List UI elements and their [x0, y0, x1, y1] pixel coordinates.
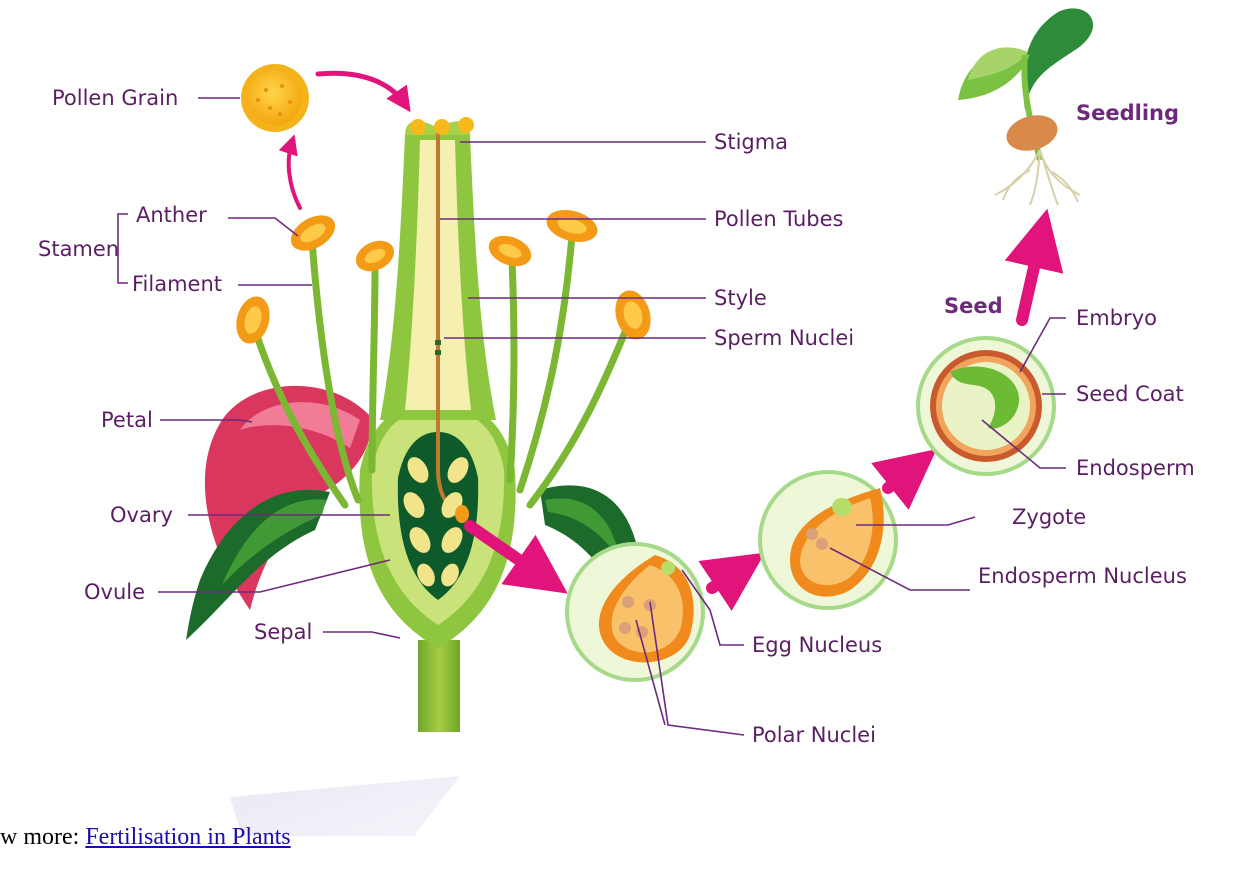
arrow-stage1-to-stage2 — [712, 566, 745, 588]
arrow-seed-to-seedling — [1022, 232, 1042, 320]
label-filament: Filament — [132, 272, 222, 296]
label-anther: Anther — [136, 203, 207, 227]
label-ovary: Ovary — [110, 503, 173, 527]
stigma-pollen — [434, 119, 450, 135]
label-pollen-tubes: Pollen Tubes — [714, 207, 843, 231]
label-sperm-nuclei: Sperm Nuclei — [714, 326, 854, 350]
stigma-pollen — [410, 119, 426, 135]
sperm-nucleus-mark — [435, 350, 441, 355]
sperm-nucleus-mark — [435, 340, 441, 345]
flower-stem — [418, 640, 460, 732]
label-ovule: Ovule — [84, 580, 145, 604]
arrow-stage2-to-seed — [888, 464, 918, 488]
label-petal: Petal — [101, 408, 153, 432]
caption-prefix: w more: — [0, 824, 85, 850]
stigma-pollen — [458, 117, 474, 133]
stage-1-ovule — [567, 544, 703, 680]
label-stigma: Stigma — [714, 130, 788, 154]
label-polar-nuclei: Polar Nuclei — [752, 723, 876, 747]
stage-3-seed — [918, 338, 1054, 474]
caption-line: w more: Fertilisation in Plants — [0, 824, 291, 851]
label-seedling: Seedling — [1076, 101, 1179, 125]
arrow-pollen-to-stigma — [318, 73, 405, 104]
label-style: Style — [714, 286, 767, 310]
label-stamen: Stamen — [38, 237, 119, 261]
label-embryo: Embryo — [1076, 306, 1157, 330]
pollen-grain-icon — [241, 64, 309, 132]
label-egg-nucleus: Egg Nucleus — [752, 633, 882, 657]
arrow-anther-to-pollen — [289, 142, 300, 208]
fertilising-ovule — [455, 505, 469, 523]
label-sepal: Sepal — [254, 620, 312, 644]
label-zygote: Zygote — [1012, 505, 1086, 529]
label-endosperm: Endosperm — [1076, 456, 1195, 480]
label-pollen-grain: Pollen Grain — [52, 86, 178, 110]
label-endosperm-nucleus: Endosperm Nucleus — [978, 564, 1187, 588]
label-seed-coat: Seed Coat — [1076, 382, 1184, 406]
stage-2-zygote — [760, 472, 896, 608]
fertilisation-link[interactable]: Fertilisation in Plants — [85, 824, 290, 850]
seedling-illustration — [958, 8, 1093, 205]
label-seed: Seed — [944, 294, 1003, 318]
